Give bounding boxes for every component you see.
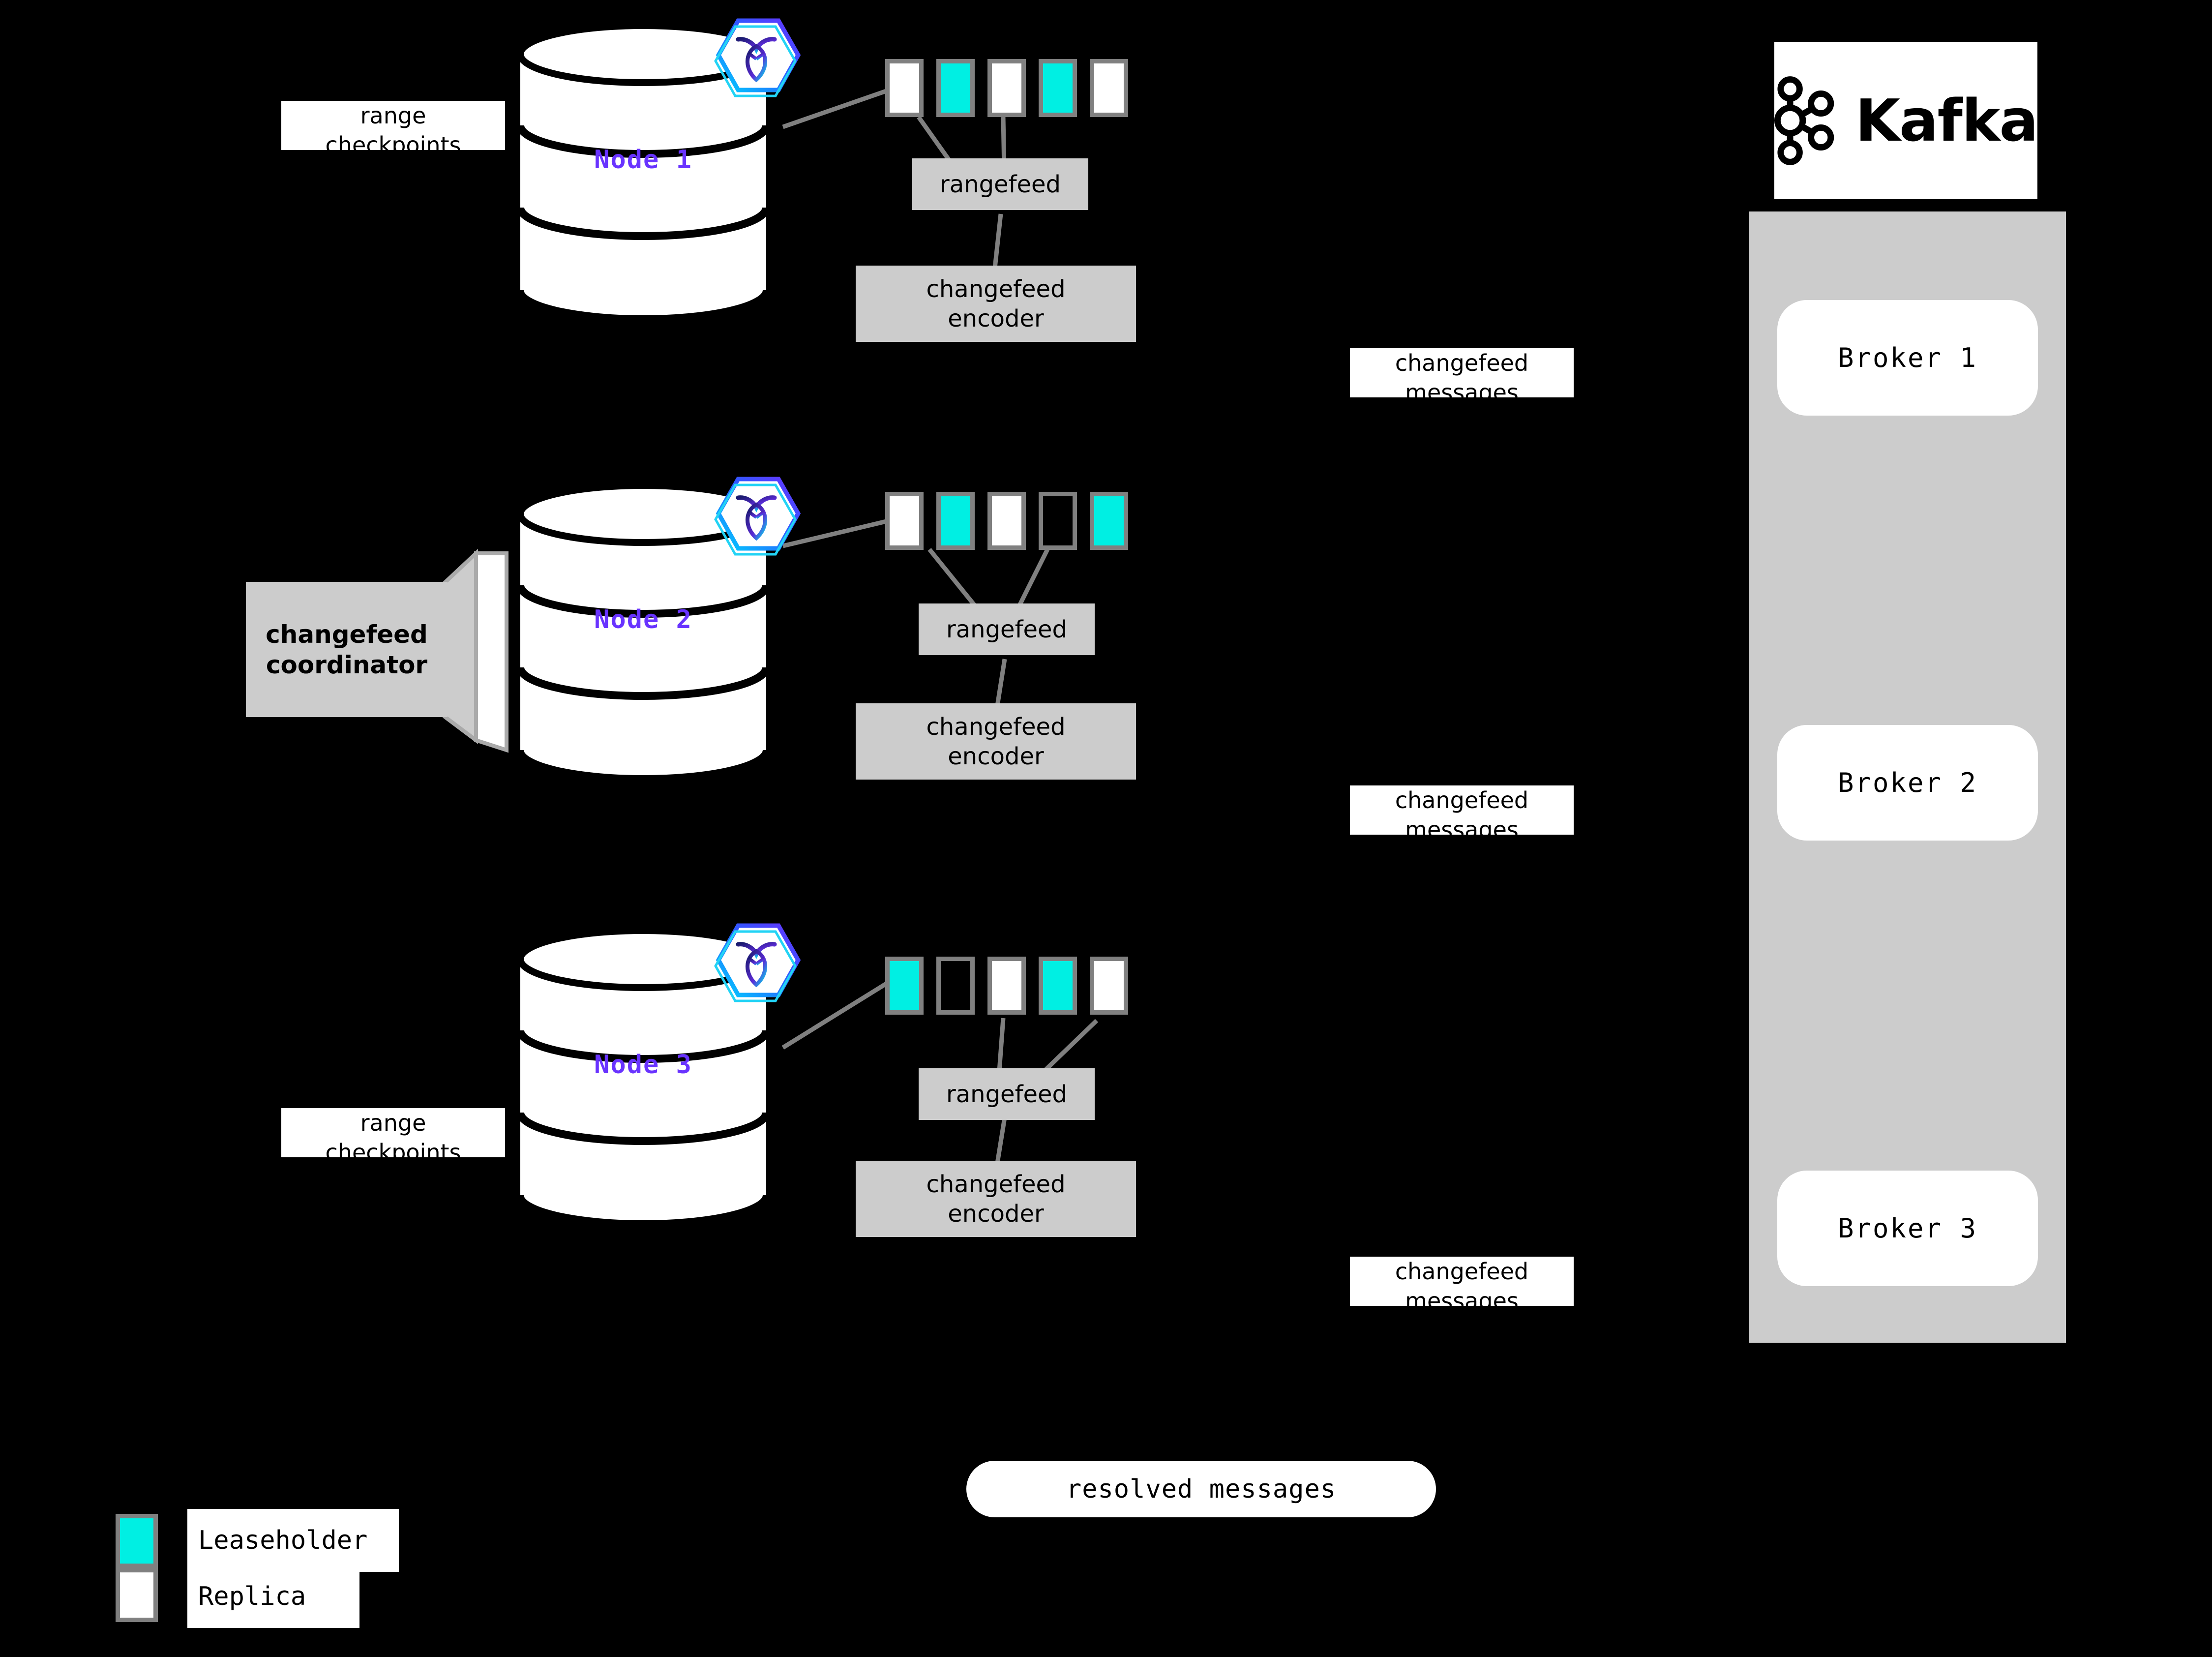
encoder-line2: encoder: [948, 742, 1044, 770]
changefeed-encoder-box-node1[interactable]: changefeed encoder: [856, 266, 1136, 342]
range-box: [936, 59, 975, 117]
range-row-node-3: [885, 957, 1128, 1015]
messages-line2: messages: [1405, 379, 1519, 406]
changefeed-encoder-box-node2[interactable]: changefeed encoder: [856, 703, 1136, 780]
encoder-line2: encoder: [948, 1200, 1044, 1228]
broker-1[interactable]: Broker 1: [1777, 300, 2038, 416]
range-box: [936, 492, 975, 550]
kafka-mark-icon: [1774, 76, 1834, 165]
range-box: [1090, 492, 1128, 550]
cockroachdb-logo-icon-node3: [710, 919, 803, 1024]
encoder-line1: changefeed: [926, 275, 1066, 303]
legend: Leaseholder Replica: [116, 1509, 420, 1628]
resolved-messages-pill[interactable]: resolved messages: [966, 1461, 1436, 1517]
node-cylinder-3: Node 3: [515, 927, 771, 1227]
coordinator-line2: coordinator: [266, 650, 428, 679]
range-box: [885, 492, 924, 550]
changefeed-coordinator-callout[interactable]: changefeed coordinator: [246, 543, 521, 760]
messages-line1: changefeed: [1395, 350, 1529, 376]
kafka-logo: Kafka: [1774, 42, 2038, 199]
encoder-line1: changefeed: [926, 1170, 1066, 1198]
changefeed-encoder-box-node3[interactable]: changefeed encoder: [856, 1161, 1136, 1237]
legend-swatch-leaseholder: [116, 1514, 158, 1568]
coordinator-line1: changefeed: [266, 620, 428, 649]
range-checkpoints-label-node1: range checkpoints: [281, 101, 505, 158]
range-box: [885, 957, 924, 1015]
legend-label-replica: Replica: [187, 1565, 359, 1628]
range-row-node-2: [885, 492, 1128, 550]
range-checkpoints-line2: checkpoints: [325, 1139, 461, 1166]
range-box: [1090, 59, 1128, 117]
changefeed-messages-label-3: changefeed messages: [1350, 1257, 1574, 1314]
range-box: [885, 59, 924, 117]
messages-line1: changefeed: [1395, 1258, 1529, 1285]
encoder-line2: encoder: [948, 304, 1044, 332]
range-checkpoints-line1: range: [360, 102, 426, 129]
range-box: [987, 957, 1026, 1015]
kafka-wordmark: Kafka: [1855, 87, 2038, 154]
range-box: [1039, 957, 1077, 1015]
range-checkpoints-label-node3: range checkpoints: [281, 1108, 505, 1166]
cockroachdb-logo-icon-node2: [710, 472, 803, 578]
changefeed-messages-label-2: changefeed messages: [1350, 785, 1574, 843]
messages-line2: messages: [1405, 816, 1519, 843]
rangefeed-box-node1[interactable]: rangefeed: [912, 158, 1088, 210]
range-box: [936, 957, 975, 1015]
broker-3[interactable]: Broker 3: [1777, 1171, 2038, 1286]
rangefeed-box-node2[interactable]: rangefeed: [919, 603, 1095, 655]
legend-swatch-replica: [116, 1568, 158, 1622]
rangefeed-box-node3[interactable]: rangefeed: [919, 1068, 1095, 1120]
node-label-2: Node 2: [594, 605, 692, 634]
range-box: [987, 492, 1026, 550]
changefeed-messages-label-1: changefeed messages: [1350, 348, 1574, 406]
messages-line2: messages: [1405, 1288, 1519, 1314]
node-label-1: Node 1: [594, 145, 692, 175]
kafka-cluster-container: Broker 1 Broker 2 Broker 3: [1749, 211, 2066, 1343]
cylinder-shape: [516, 927, 770, 1227]
cockroachdb-logo-icon-node1: [710, 14, 803, 120]
range-checkpoints-line1: range: [360, 1110, 426, 1136]
range-box: [1039, 492, 1077, 550]
range-box: [1090, 957, 1128, 1015]
range-box: [987, 59, 1026, 117]
messages-line1: changefeed: [1395, 787, 1529, 813]
range-checkpoints-line2: checkpoints: [325, 132, 461, 158]
range-row-node-1: [885, 59, 1128, 117]
range-box: [1039, 59, 1077, 117]
broker-2[interactable]: Broker 2: [1777, 725, 2038, 841]
coordinator-label: changefeed coordinator: [246, 582, 448, 717]
legend-label-leaseholder: Leaseholder: [187, 1509, 399, 1572]
node-label-3: Node 3: [594, 1050, 692, 1080]
encoder-line1: changefeed: [926, 713, 1066, 741]
